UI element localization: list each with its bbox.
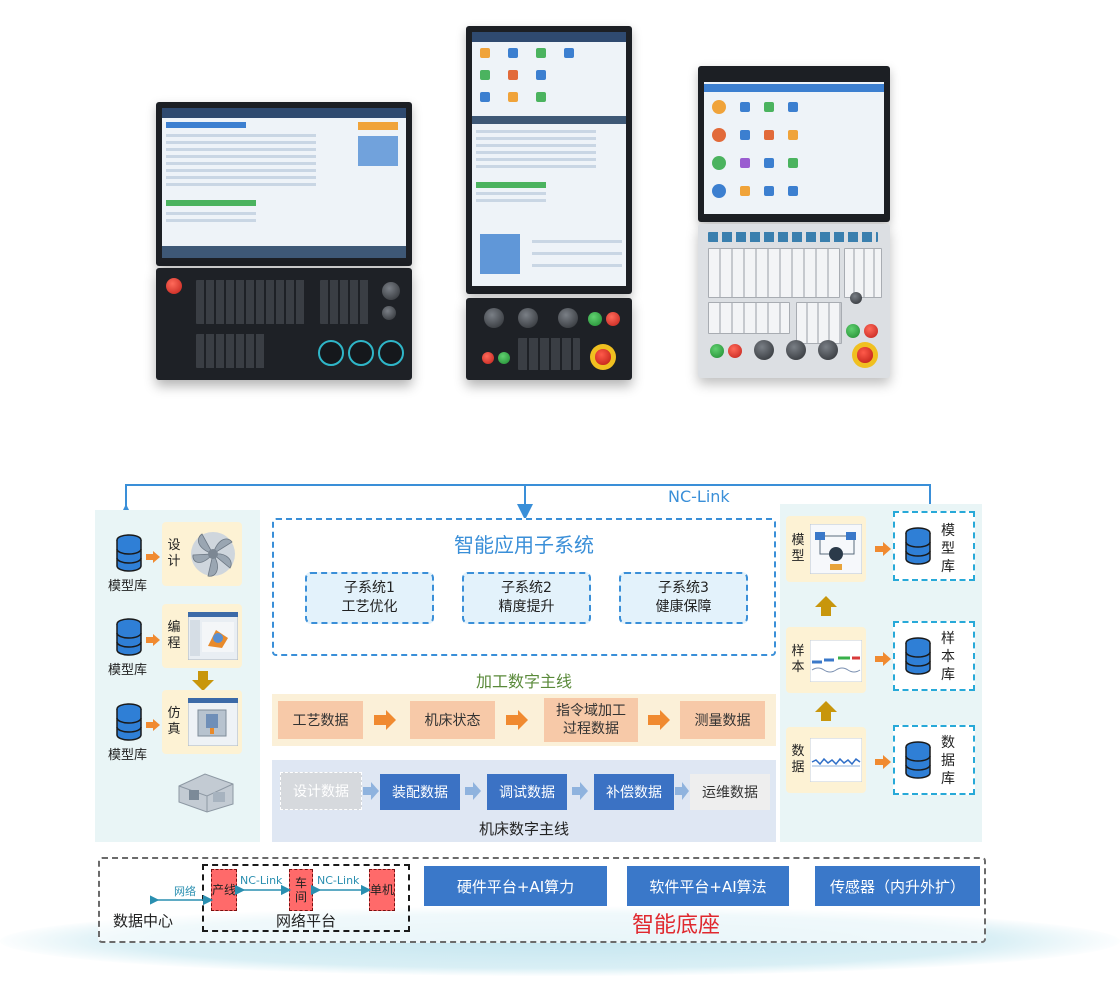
machine-line-title: 机床数字主线	[478, 820, 569, 838]
device-3-screen	[698, 66, 890, 222]
right-card-label-model: 模型	[791, 533, 805, 564]
network-platform-label: 网络平台	[275, 912, 336, 930]
sensor-platform: 传感器（内升外扩）	[815, 866, 980, 906]
database-icon	[115, 703, 143, 741]
arrow-down	[192, 671, 214, 691]
arrow-up	[815, 596, 837, 616]
machine-step-5: 运维数据	[690, 774, 770, 810]
hardware-platform: 硬件平台+AI算力	[424, 866, 607, 906]
data-library-label: 数据库	[941, 735, 955, 787]
machine-step-3: 调试数据	[487, 774, 567, 810]
arrow-right	[875, 541, 891, 556]
database-icon	[115, 618, 143, 656]
simulation-icon	[187, 697, 239, 747]
machine-step-2: 装配数据	[380, 774, 460, 810]
smart-app-title: 智能应用子系统	[454, 533, 594, 557]
smart-foundation-title: 智能底座	[632, 913, 721, 938]
arrow-right	[506, 710, 528, 730]
nc-link-label: NC-Link	[668, 487, 730, 506]
left-db-label-3: 模型库	[108, 748, 148, 763]
device-2-screen	[466, 26, 632, 294]
arrow-right	[875, 651, 891, 666]
stage-label-design: 设计	[167, 538, 181, 569]
machine-step-1: 设计数据	[280, 772, 362, 810]
network-links	[150, 884, 372, 906]
arrow-right	[572, 782, 588, 800]
process-step-1: 工艺数据	[278, 701, 363, 739]
process-step-4: 测量数据	[680, 701, 765, 739]
arrow-right	[146, 631, 160, 646]
data-center-label: 数据中心	[113, 912, 174, 930]
software-platform: 软件平台+AI算法	[627, 866, 789, 906]
network-link-label: 网络	[174, 885, 196, 898]
process-step-3: 指令域加工过程数据	[544, 698, 638, 742]
left-db-label-2: 模型库	[108, 663, 148, 678]
arrow-right	[146, 548, 160, 563]
data-chart-icon	[809, 737, 863, 783]
left-db-label-1: 模型库	[108, 579, 148, 594]
right-card-label-data: 数据	[791, 744, 805, 775]
model-diagram-icon	[809, 523, 863, 575]
sample-chart-icon	[809, 639, 863, 683]
database-icon	[904, 741, 932, 779]
stage-label-programming: 编程	[167, 620, 181, 651]
database-icon	[904, 637, 932, 675]
process-step-2: 机床状态	[410, 701, 495, 739]
arrow-right	[648, 710, 670, 730]
device-1-panel	[156, 268, 412, 380]
right-card-label-sample: 样本	[791, 644, 805, 675]
device-2-panel	[466, 298, 632, 380]
machine-step-4: 补偿数据	[594, 774, 674, 810]
nc-link-label-1: NC-Link	[240, 874, 283, 887]
arrow-right	[374, 710, 396, 730]
arrow-right	[363, 782, 379, 800]
device-3-panel	[698, 224, 890, 378]
sample-library-label: 样本库	[941, 631, 955, 683]
model-library-label: 模型库	[941, 523, 955, 575]
cam-screenshot-icon	[187, 611, 239, 661]
arrow-right	[465, 782, 481, 800]
arrow-right	[875, 754, 891, 769]
machine-3d-icon	[175, 768, 237, 814]
cnc-devices	[0, 0, 1120, 400]
database-icon	[115, 534, 143, 572]
device-1-screen	[156, 102, 412, 266]
impeller-icon	[188, 528, 238, 580]
arrow-right	[675, 782, 689, 800]
node-production-line: 产线	[211, 869, 237, 911]
nc-link-label-2: NC-Link	[317, 874, 360, 887]
arrow-up	[815, 701, 837, 721]
arrow-right	[146, 716, 160, 731]
stage-label-simulation: 仿真	[167, 706, 181, 737]
database-icon	[904, 527, 932, 565]
processing-line-title: 加工数字主线	[475, 672, 572, 691]
